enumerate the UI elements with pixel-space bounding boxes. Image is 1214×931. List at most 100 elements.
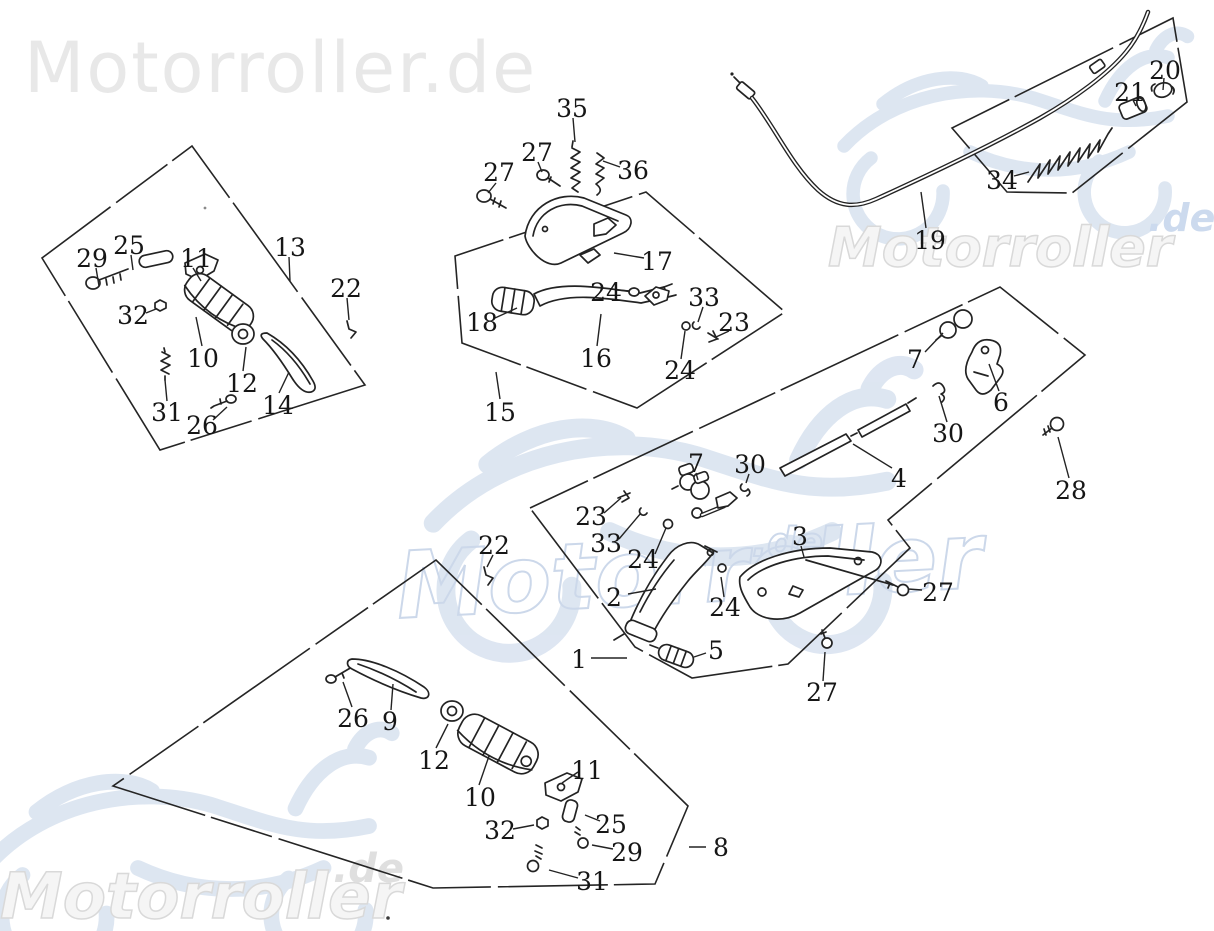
part-ring-12 xyxy=(231,323,255,345)
callout-leader-27 xyxy=(487,182,497,194)
callout-leader-18 xyxy=(494,307,518,319)
callout-3: 3 xyxy=(792,522,808,551)
callout-leader-2 xyxy=(627,588,657,595)
part-footpeg-10-2 xyxy=(456,713,539,775)
callout-leader-12 xyxy=(242,346,247,372)
callout-leader-30 xyxy=(745,473,750,484)
callout-14: 14 xyxy=(262,391,294,420)
callout-leader-10 xyxy=(478,755,490,786)
watermark-top-left-text: Motorroller.de xyxy=(24,27,537,109)
callout-10: 10 xyxy=(187,344,219,373)
callout-leader-20 xyxy=(1162,77,1165,91)
callout-24: 24 xyxy=(627,545,659,574)
watermark-brand-bottom-left: Motorroller xyxy=(0,860,406,931)
callout-leader-30 xyxy=(938,395,948,423)
callout-leader-34 xyxy=(1013,171,1030,177)
part-ring-12-2 xyxy=(440,700,464,722)
part-screw-26 xyxy=(210,394,237,409)
part-footpeg-10 xyxy=(183,272,255,334)
callout-23: 23 xyxy=(575,502,607,531)
callout-leader-5 xyxy=(693,652,707,658)
callout-leader-29 xyxy=(591,844,614,850)
callout-leader-31 xyxy=(164,379,168,402)
part-brake-lever-2 xyxy=(613,541,718,643)
callout-leader-16 xyxy=(596,313,602,347)
part-screw-27-2 xyxy=(536,169,561,187)
callout-leader-29 xyxy=(95,267,100,287)
scooter-watermark-top-right xyxy=(844,33,1188,239)
callout-leader-32 xyxy=(512,824,535,830)
stray-mark-2 xyxy=(203,206,207,210)
callout-leader-32 xyxy=(145,308,157,314)
part-hook-22 xyxy=(346,320,357,339)
callout-32: 32 xyxy=(484,816,516,845)
part-screw-27-4 xyxy=(820,629,833,649)
callout-25: 25 xyxy=(113,231,145,260)
callout-leader-27 xyxy=(537,161,543,173)
callout-leader-11 xyxy=(192,267,202,282)
callout-26: 26 xyxy=(337,704,369,733)
callout-4: 4 xyxy=(891,464,907,493)
callout-leader-7 xyxy=(695,472,699,481)
part-cable-19 xyxy=(730,9,1151,208)
callout-27: 27 xyxy=(483,158,515,187)
callout-26: 26 xyxy=(186,411,218,440)
callout-32: 32 xyxy=(117,301,149,330)
callout-leader-12 xyxy=(435,723,449,749)
callout-17: 17 xyxy=(641,247,673,276)
callout-leader-13 xyxy=(288,256,291,282)
callout-19: 19 xyxy=(914,226,946,255)
callout-21: 21 xyxy=(1114,78,1146,107)
callout-1: 1 xyxy=(571,645,587,674)
callout-10: 10 xyxy=(464,783,496,812)
callout-leader-24 xyxy=(720,576,725,598)
group-outline-left-footrest xyxy=(40,144,367,451)
callout-leader-11 xyxy=(561,771,579,784)
callout-29: 29 xyxy=(76,244,108,273)
callout-leader-33 xyxy=(697,306,704,323)
callout-33: 33 xyxy=(688,283,720,312)
watermark-suffix-bottom-left: .de xyxy=(333,846,404,892)
callout-leader-15 xyxy=(495,371,501,400)
callout-5: 5 xyxy=(708,636,724,665)
callout-leader-3 xyxy=(800,545,805,558)
callout-leader-7 xyxy=(924,332,944,353)
callout-leader-9 xyxy=(390,683,394,711)
callout-11: 11 xyxy=(571,756,603,785)
callout-leader-21 xyxy=(1132,99,1137,107)
part-bolt-29-2 xyxy=(574,826,589,849)
callout-22: 22 xyxy=(330,274,362,303)
callout-16: 16 xyxy=(580,344,612,373)
callout-23: 23 xyxy=(718,308,750,337)
part-screw-26-2 xyxy=(325,666,353,684)
part-rod-4 xyxy=(779,397,917,477)
part-washer-24-3 xyxy=(662,518,674,530)
callout-2: 2 xyxy=(606,583,622,612)
callout-7: 7 xyxy=(907,345,923,374)
part-pin-25 xyxy=(138,249,174,269)
callout-24: 24 xyxy=(664,356,696,385)
part-hanger-6 xyxy=(964,338,1004,395)
callout-15: 15 xyxy=(484,398,516,427)
callout-34: 34 xyxy=(986,166,1018,195)
part-bracket-11 xyxy=(184,253,219,281)
callout-leader-24 xyxy=(680,330,686,360)
callout-leader-4 xyxy=(852,443,893,469)
callout-30: 30 xyxy=(932,419,964,448)
part-pin-23-1 xyxy=(707,330,719,343)
callout-18: 18 xyxy=(466,308,498,337)
callout-leader-26 xyxy=(342,681,353,708)
callout-28: 28 xyxy=(1055,476,1087,505)
callout-6: 6 xyxy=(993,388,1009,417)
callout-leader-35 xyxy=(572,117,576,143)
callout-leader-26 xyxy=(212,406,228,421)
callout-22: 22 xyxy=(478,531,510,560)
part-sleeve-21 xyxy=(1118,96,1148,120)
watermark-brand-top-right: Motorroller xyxy=(828,216,1176,279)
part-stud-31-2 xyxy=(526,844,543,873)
part-nut-32 xyxy=(154,299,167,312)
callout-leader-27 xyxy=(907,588,923,591)
part-clip-33-2 xyxy=(638,507,648,516)
callout-9: 9 xyxy=(382,707,398,736)
